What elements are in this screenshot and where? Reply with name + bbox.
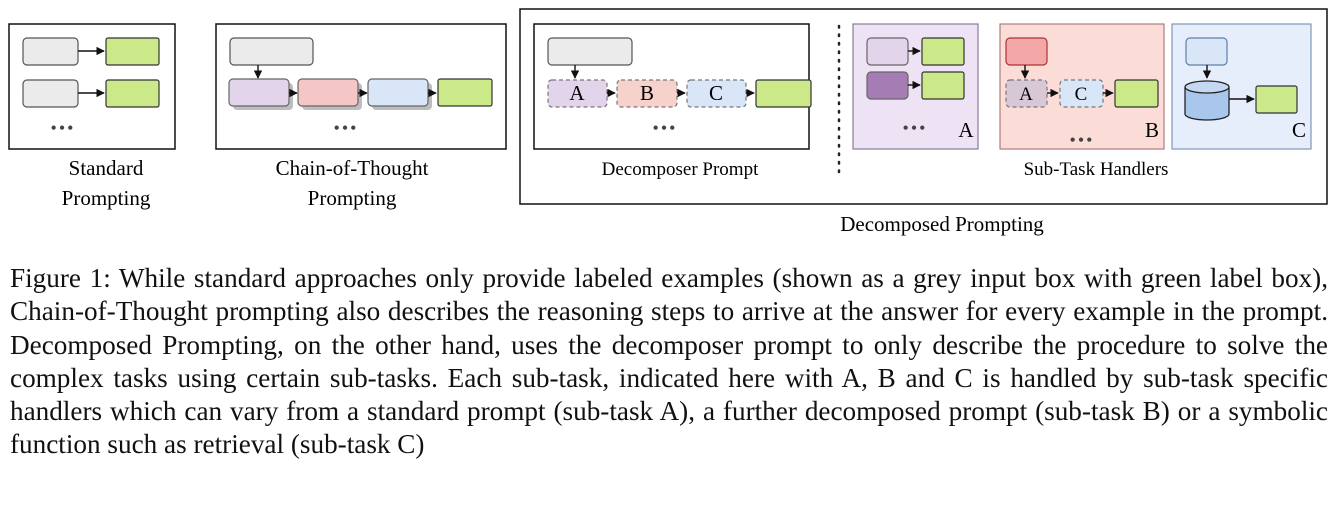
input-box xyxy=(866,37,909,66)
decomposed-prompting-label: Decomposed Prompting xyxy=(840,212,1044,236)
subtask-b-letter: B xyxy=(640,81,654,105)
reasoning-step-box xyxy=(367,78,429,107)
handler-a-panel: ••• A xyxy=(852,23,979,150)
input-box xyxy=(22,79,79,108)
ellipsis: ••• xyxy=(653,118,678,138)
ellipsis: ••• xyxy=(334,118,359,138)
decomposer-prompt-panel: A B C ••• Decomposer Prompt xyxy=(533,23,812,180)
subtask-a-letter: A xyxy=(1019,84,1033,105)
figure: ••• Standard Prompting ••• Chain-of-Thou… xyxy=(0,0,1336,250)
input-box xyxy=(547,37,633,66)
label-box xyxy=(437,78,493,107)
reasoning-step-box xyxy=(228,78,290,107)
label-box xyxy=(1255,85,1298,114)
sub-task-handlers-label: Sub-Task Handlers xyxy=(1024,159,1169,180)
decomposer-prompt-label: Decomposer Prompt xyxy=(602,159,759,180)
label-box xyxy=(921,71,965,100)
subtask-b-box xyxy=(616,79,678,108)
handler-c-letter: C xyxy=(1292,118,1306,142)
label-box xyxy=(1114,79,1159,108)
standard-prompting-panel: ••• Standard Prompting xyxy=(8,23,176,210)
input-box xyxy=(229,37,314,66)
ellipsis: ••• xyxy=(903,118,928,138)
label-box xyxy=(105,79,160,108)
handler-b-letter: B xyxy=(1145,118,1159,142)
label-box xyxy=(921,37,965,66)
label-box xyxy=(755,79,812,108)
handler-a-letter: A xyxy=(958,118,974,142)
cot-prompting-label-line2: Prompting xyxy=(308,186,397,210)
input-box xyxy=(1185,37,1228,66)
input-box xyxy=(1005,37,1048,66)
input-box xyxy=(22,37,79,66)
cot-prompting-panel: ••• Chain-of-Thought Prompting xyxy=(215,23,507,210)
figure-caption: Figure 1: While standard approaches only… xyxy=(10,263,1328,460)
subtask-c-letter: C xyxy=(1075,84,1088,105)
ellipsis: ••• xyxy=(51,118,76,138)
cot-prompting-label-line1: Chain-of-Thought xyxy=(276,156,429,180)
standard-prompting-label-line2: Prompting xyxy=(62,186,151,210)
handler-b-panel: A C ••• B xyxy=(999,23,1165,150)
handler-c-panel: C xyxy=(1171,23,1312,150)
ellipsis: ••• xyxy=(1070,130,1095,150)
subtask-c-letter: C xyxy=(709,81,723,105)
database-icon xyxy=(1184,80,1230,121)
input-box xyxy=(866,71,909,100)
decomposed-prompting-panel: A B C ••• Decomposer Prompt ••• A xyxy=(519,8,1328,205)
standard-prompting-label-line1: Standard xyxy=(69,156,144,180)
label-box xyxy=(105,37,160,66)
subtask-a-box xyxy=(1005,79,1048,108)
reasoning-step-box xyxy=(297,78,359,107)
subtask-a-letter: A xyxy=(569,81,585,105)
